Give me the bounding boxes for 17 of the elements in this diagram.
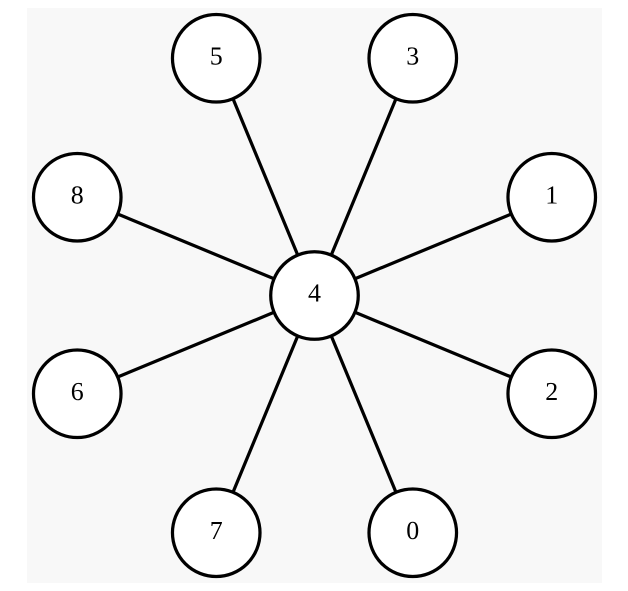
- connector: [117, 212, 274, 280]
- node-circle: 2: [506, 348, 597, 440]
- node-circle: 5: [170, 12, 262, 104]
- node-circle: 3: [366, 12, 458, 104]
- node-circle: 4: [268, 250, 360, 341]
- connector: [231, 336, 299, 492]
- node-circle: 0: [366, 487, 458, 578]
- node-circle: 8: [31, 152, 122, 243]
- node-circle: 6: [31, 348, 122, 440]
- connector: [354, 212, 511, 280]
- connector: [231, 98, 299, 256]
- node-circle: 7: [170, 487, 262, 578]
- connector: [117, 310, 274, 378]
- connector: [329, 98, 397, 256]
- node-circle: 1: [506, 152, 597, 243]
- connector: [354, 310, 511, 378]
- connector: [329, 336, 397, 492]
